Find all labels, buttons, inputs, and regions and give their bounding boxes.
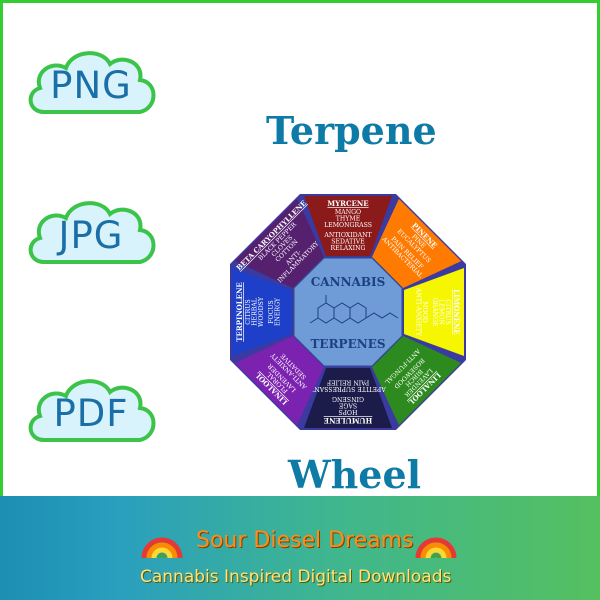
segment-line: THYME <box>336 216 361 223</box>
segment-line: ORANGE <box>431 297 438 327</box>
cloud-icon <box>28 379 156 442</box>
segment-line: HERBAL <box>252 298 259 326</box>
segment-line: FOCUS <box>268 300 275 324</box>
terpene-segment: LIMONENECITRUSLEMONORANGEMOODANTI-ANXIET… <box>404 268 464 356</box>
cloud-icon <box>28 51 156 114</box>
segment-title: TERPINOLENE <box>235 282 244 341</box>
title-terpene: Terpene <box>266 108 437 153</box>
segment-line: SEDATIVE <box>331 238 365 245</box>
segment-shape <box>304 196 392 256</box>
footer-banner <box>0 496 600 600</box>
segment-shape <box>304 368 392 428</box>
segment-line: APETITE SUPRESSANT <box>309 385 386 392</box>
segment-shape <box>232 268 292 356</box>
pdf-label: PDF <box>53 391 129 435</box>
brand-name: Sour Diesel Dreams <box>196 528 414 553</box>
rainbow-icon <box>415 537 457 559</box>
segment-line: GINSENG <box>332 395 364 402</box>
segment-title: HUMULENE <box>324 416 373 425</box>
cloud-icon <box>28 201 156 264</box>
segment-line: LEMON <box>437 299 444 325</box>
segment-shape <box>234 198 324 288</box>
segment-line: MANGO <box>335 209 361 216</box>
center-label-cannabis: CANNABIS <box>311 275 386 289</box>
center-label-terpenes: TERPENES <box>311 337 386 351</box>
segment-line: ENERGY <box>274 297 281 326</box>
segment-line: RELAXING <box>331 245 366 252</box>
segment-line: ANTIOXIDANT <box>323 232 372 239</box>
terpene-segment: LINALOOLFLORALLAVENDERANTI-ANXIETYSEDATI… <box>234 336 324 426</box>
segment-line: MOOD <box>421 301 428 322</box>
segment-shape <box>234 336 324 426</box>
segment-line: LEMONGRASS <box>324 222 372 229</box>
center-octagon <box>293 257 403 367</box>
segment-line: ANTI-ANXIETY <box>415 287 422 337</box>
segment-line: PAIN RELIEF <box>326 379 369 386</box>
segment-shape <box>372 336 462 426</box>
png-label: PNG <box>50 63 132 107</box>
segment-title: LIMONENE <box>452 289 461 335</box>
segment-line: CITRUS <box>444 299 451 324</box>
segment-line: CITRUS <box>245 299 252 324</box>
jpg-cloud-badge: JPG <box>22 192 160 278</box>
segment-line: SAGE <box>338 401 357 408</box>
segment-line: HOPS <box>339 408 358 415</box>
pdf-cloud-badge: PDF <box>22 370 160 456</box>
jpg-label: JPG <box>58 213 124 257</box>
tagline: Cannabis Inspired Digital Downloads <box>140 567 452 587</box>
rainbow-icon <box>141 537 183 559</box>
segment-title: MYRCENE <box>327 199 368 208</box>
png-cloud-badge: PNG <box>22 42 160 128</box>
segment-shape <box>404 268 464 356</box>
title-wheel: Wheel <box>288 452 422 497</box>
segment-line: WOODSY <box>258 296 265 327</box>
thc-molecule-icon <box>309 295 399 324</box>
segment-shape <box>372 198 462 288</box>
